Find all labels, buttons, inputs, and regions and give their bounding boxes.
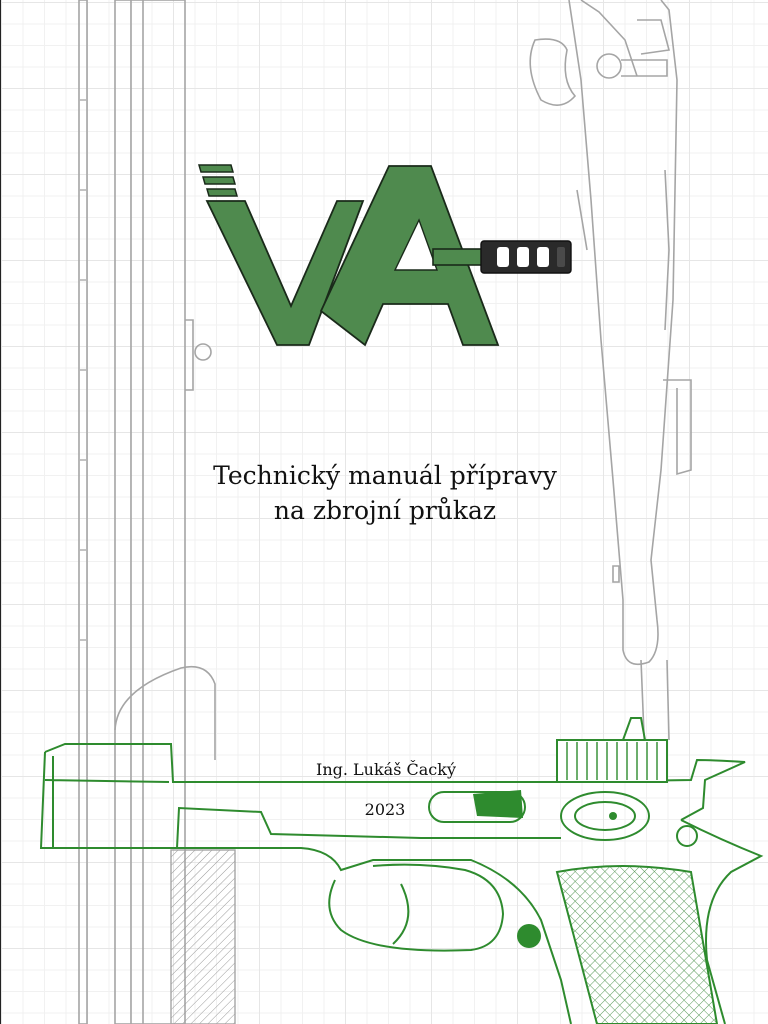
author-name: Ing. Lukáš Čacký: [316, 760, 456, 779]
pistol-illustration: [39, 717, 764, 1024]
publication-year: 2023: [364, 800, 406, 819]
title-line-1: Technický manuál přípravy: [213, 461, 557, 490]
rifle-illustration-right: [529, 0, 692, 761]
rifle-illustration-left: [78, 0, 216, 1024]
rifle-grip-texture: [170, 849, 236, 1024]
title-line-2: na zbrojní průkaz: [273, 496, 497, 525]
document-title: Technický manuál přípravy na zbrojní prů…: [1, 458, 768, 528]
va-logo: [198, 164, 572, 347]
logo-suppressor: [480, 240, 572, 274]
